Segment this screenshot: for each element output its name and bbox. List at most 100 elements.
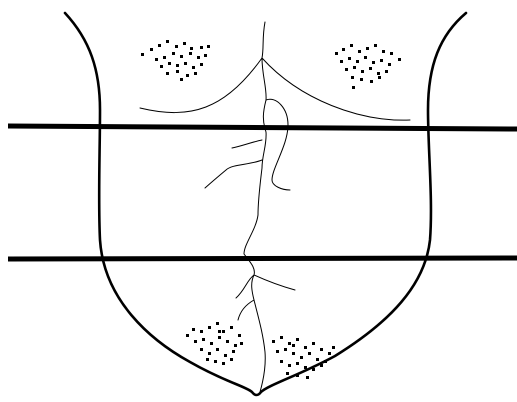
speckle-dot bbox=[184, 62, 187, 65]
speckle-dot bbox=[374, 44, 377, 47]
speckle-dot bbox=[320, 348, 323, 351]
speckle-dot bbox=[292, 352, 295, 355]
speckle-dot bbox=[208, 352, 211, 355]
speckle-dot bbox=[224, 354, 227, 357]
speckle-dot bbox=[158, 44, 161, 47]
speckle-dot bbox=[345, 68, 348, 71]
speckle-dot bbox=[316, 358, 319, 361]
speckle-dot bbox=[166, 72, 169, 75]
speckle-dot bbox=[200, 46, 203, 49]
upper-left-fold-line bbox=[140, 58, 262, 113]
speckle-dot bbox=[286, 372, 289, 375]
speckle-dot bbox=[350, 44, 353, 47]
speckle-dot bbox=[324, 360, 327, 363]
crease-loop bbox=[266, 99, 290, 190]
speckle-dot bbox=[207, 45, 210, 48]
speckle-dot bbox=[306, 376, 309, 379]
speckle-dot bbox=[398, 58, 401, 61]
speckle-dot bbox=[176, 70, 179, 73]
speckle-dot bbox=[284, 348, 287, 351]
speckle-dot bbox=[200, 348, 203, 351]
speckle-dot bbox=[218, 336, 221, 339]
speckle-dot bbox=[160, 65, 163, 68]
speckle-cluster-lower-left bbox=[186, 322, 243, 365]
speckle-dot bbox=[296, 374, 299, 377]
speckle-dot bbox=[216, 322, 219, 325]
speckle-dot bbox=[388, 63, 391, 66]
speckle-dot bbox=[141, 53, 144, 56]
speckle-dot bbox=[163, 56, 166, 59]
speckle-dot bbox=[378, 76, 381, 79]
speckle-dot bbox=[332, 346, 335, 349]
crease-left-branch-2 bbox=[232, 140, 262, 148]
speckle-dot bbox=[372, 61, 375, 64]
speckle-dot bbox=[352, 86, 355, 89]
speckle-dot bbox=[192, 328, 195, 331]
speckle-dot bbox=[194, 340, 197, 343]
speckle-dot bbox=[385, 70, 388, 73]
upper-right-fold-line bbox=[262, 58, 410, 120]
speckle-dot bbox=[296, 338, 299, 341]
speckle-dot bbox=[328, 352, 331, 355]
speckle-dot bbox=[292, 344, 295, 347]
speckle-dot bbox=[308, 352, 311, 355]
speckle-dot bbox=[280, 336, 283, 339]
speckle-dot bbox=[377, 72, 380, 75]
speckle-dot bbox=[380, 59, 383, 62]
speckle-dot bbox=[361, 70, 364, 73]
speckle-dot bbox=[320, 364, 323, 367]
speckle-dot bbox=[206, 358, 209, 361]
speckle-dot bbox=[166, 40, 169, 43]
speckle-dot bbox=[288, 364, 291, 367]
speckle-dot bbox=[353, 66, 356, 69]
speckle-dot bbox=[390, 52, 393, 55]
speckle-dot bbox=[234, 344, 237, 347]
lower-right-branch bbox=[254, 275, 295, 290]
speckle-dot bbox=[364, 56, 367, 59]
speckle-dot bbox=[356, 60, 359, 63]
speckle-dot bbox=[180, 78, 183, 81]
speckle-dot bbox=[351, 76, 354, 79]
speckle-dot bbox=[197, 56, 200, 59]
speckle-dot bbox=[150, 48, 153, 51]
speckle-dot bbox=[192, 66, 195, 69]
speckle-dot bbox=[176, 64, 179, 67]
speckle-dot bbox=[208, 326, 211, 329]
speckle-dot bbox=[210, 342, 213, 345]
speckle-dot bbox=[155, 58, 158, 61]
upper-horizontal-band bbox=[8, 126, 517, 129]
speckle-dot bbox=[232, 350, 235, 353]
speckle-dot bbox=[276, 350, 279, 353]
speckle-dot bbox=[183, 42, 186, 45]
speckle-dot bbox=[340, 60, 343, 63]
speckle-dot bbox=[202, 338, 205, 341]
speckle-dot bbox=[204, 54, 207, 57]
speckle-dot bbox=[216, 348, 219, 351]
speckle-dot bbox=[280, 360, 283, 363]
speckle-dot bbox=[360, 78, 363, 81]
central-crease bbox=[244, 58, 266, 392]
speckle-dot bbox=[312, 368, 315, 371]
speckle-dot bbox=[180, 55, 183, 58]
speckle-dot bbox=[230, 326, 233, 329]
speckle-dot bbox=[189, 52, 192, 55]
speckle-dot bbox=[342, 48, 345, 51]
top-center-stem bbox=[262, 22, 265, 58]
speckle-dot bbox=[226, 340, 229, 343]
speckle-dot bbox=[200, 330, 203, 333]
speckle-dot bbox=[175, 45, 178, 48]
speckle-dot bbox=[214, 360, 217, 363]
speckle-dot bbox=[348, 57, 351, 60]
speckle-dot bbox=[190, 47, 193, 50]
speckle-cluster-upper-left bbox=[141, 40, 210, 81]
speckle-dot bbox=[312, 342, 315, 345]
speckle-dot bbox=[300, 356, 303, 359]
speckle-dot bbox=[186, 74, 189, 77]
speckle-dot bbox=[358, 50, 361, 53]
speckle-dot bbox=[335, 52, 338, 55]
outer-outline bbox=[65, 13, 466, 395]
speckle-dot bbox=[272, 340, 275, 343]
lower-mid-branch bbox=[238, 300, 254, 320]
speckle-dot bbox=[186, 334, 189, 337]
